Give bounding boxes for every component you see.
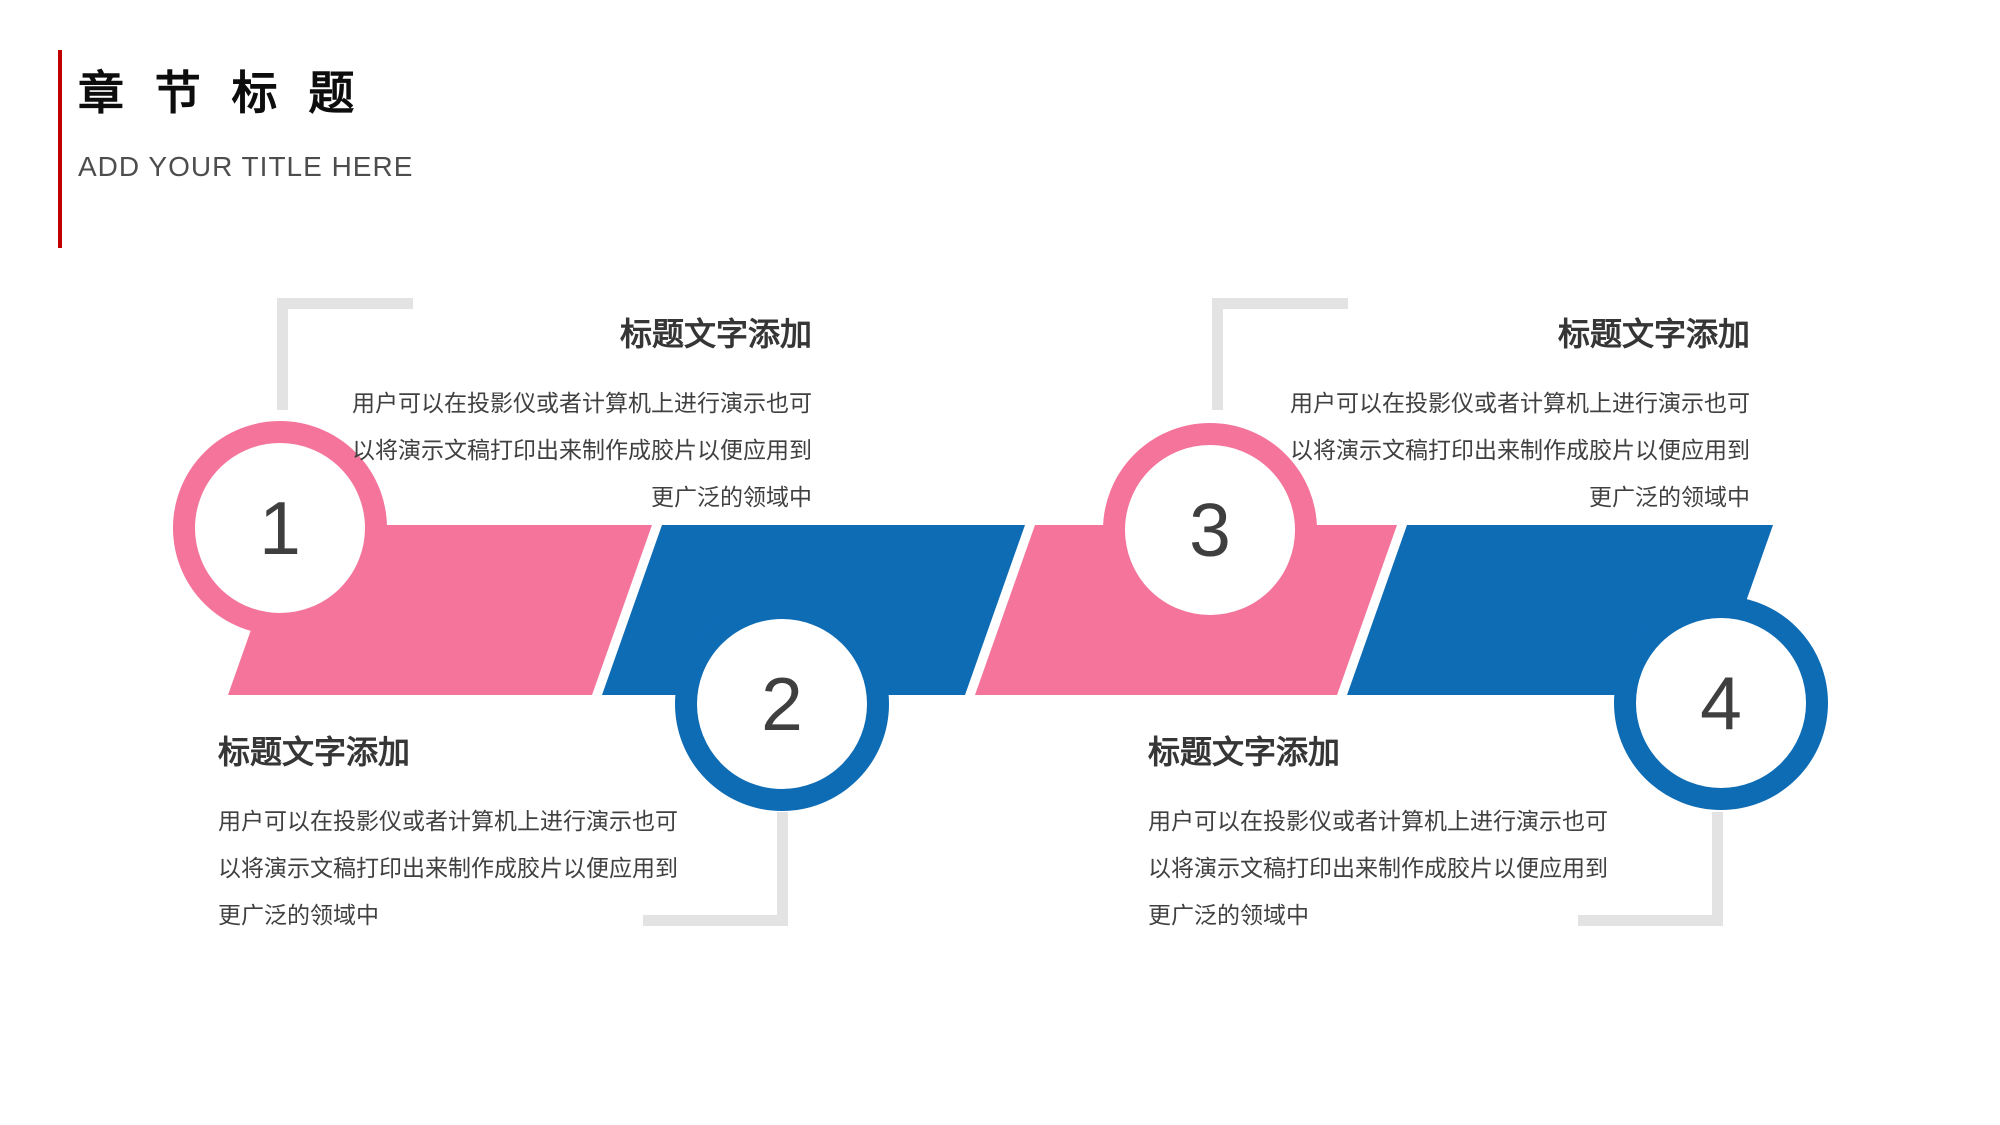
step4-body: 用户可以在投影仪或者计算机上进行演示也可 以将演示文稿打印出来制作成胶片以便应用… xyxy=(1148,798,1668,939)
step2-number: 2 xyxy=(761,662,803,746)
step1-body: 用户可以在投影仪或者计算机上进行演示也可 以将演示文稿打印出来制作成胶片以便应用… xyxy=(292,380,812,521)
step2-text-block: 标题文字添加 用户可以在投影仪或者计算机上进行演示也可 以将演示文稿打印出来制作… xyxy=(218,730,738,939)
step3-body: 用户可以在投影仪或者计算机上进行演示也可 以将演示文稿打印出来制作成胶片以便应用… xyxy=(1230,380,1750,521)
step3-number: 3 xyxy=(1189,488,1231,572)
step1-body-line: 以将演示文稿打印出来制作成胶片以便应用到 xyxy=(352,437,812,463)
step3-title: 标题文字添加 xyxy=(1557,316,1750,352)
step3-corner-bracket xyxy=(1212,298,1348,410)
step1-corner-bracket xyxy=(277,298,413,410)
step4-corner-bracket xyxy=(1578,812,1723,926)
step2-body-line: 用户可以在投影仪或者计算机上进行演示也可 xyxy=(218,808,678,834)
step2-body: 用户可以在投影仪或者计算机上进行演示也可 以将演示文稿打印出来制作成胶片以便应用… xyxy=(218,798,738,939)
step4-text-block: 标题文字添加 用户可以在投影仪或者计算机上进行演示也可 以将演示文稿打印出来制作… xyxy=(1148,730,1668,939)
step4-body-line: 以将演示文稿打印出来制作成胶片以便应用到 xyxy=(1148,855,1608,881)
page-title: 章 节 标 题 xyxy=(78,67,364,119)
step3-body-line: 用户可以在投影仪或者计算机上进行演示也可 xyxy=(1290,390,1750,416)
step4-number: 4 xyxy=(1700,661,1742,745)
step2-title: 标题文字添加 xyxy=(218,734,411,770)
step1-body-line: 用户可以在投影仪或者计算机上进行演示也可 xyxy=(352,390,812,416)
step2-circle xyxy=(675,597,889,811)
step1-body-line: 更广泛的领域中 xyxy=(651,484,812,510)
step2-corner-bracket xyxy=(643,812,788,926)
step1-title: 标题文字添加 xyxy=(619,316,812,352)
step1-text-block: 标题文字添加 用户可以在投影仪或者计算机上进行演示也可 以将演示文稿打印出来制作… xyxy=(292,312,812,521)
step2-body-line: 以将演示文稿打印出来制作成胶片以便应用到 xyxy=(218,855,678,881)
step3-text-block: 标题文字添加 用户可以在投影仪或者计算机上进行演示也可 以将演示文稿打印出来制作… xyxy=(1230,312,1750,521)
step4-title: 标题文字添加 xyxy=(1148,734,1341,770)
red-accent-line xyxy=(58,50,62,248)
step1-circle xyxy=(173,421,387,635)
step3-body-line: 以将演示文稿打印出来制作成胶片以便应用到 xyxy=(1290,437,1750,463)
page-subtitle: ADD YOUR TITLE HERE xyxy=(78,151,414,182)
step1-number: 1 xyxy=(259,486,301,570)
step3-body-line: 更广泛的领域中 xyxy=(1589,484,1750,510)
step4-body-line: 更广泛的领域中 xyxy=(1148,902,1309,928)
step3-circle xyxy=(1103,423,1317,637)
step4-body-line: 用户可以在投影仪或者计算机上进行演示也可 xyxy=(1148,808,1608,834)
step2-body-line: 更广泛的领域中 xyxy=(218,902,379,928)
step4-circle xyxy=(1614,596,1828,810)
